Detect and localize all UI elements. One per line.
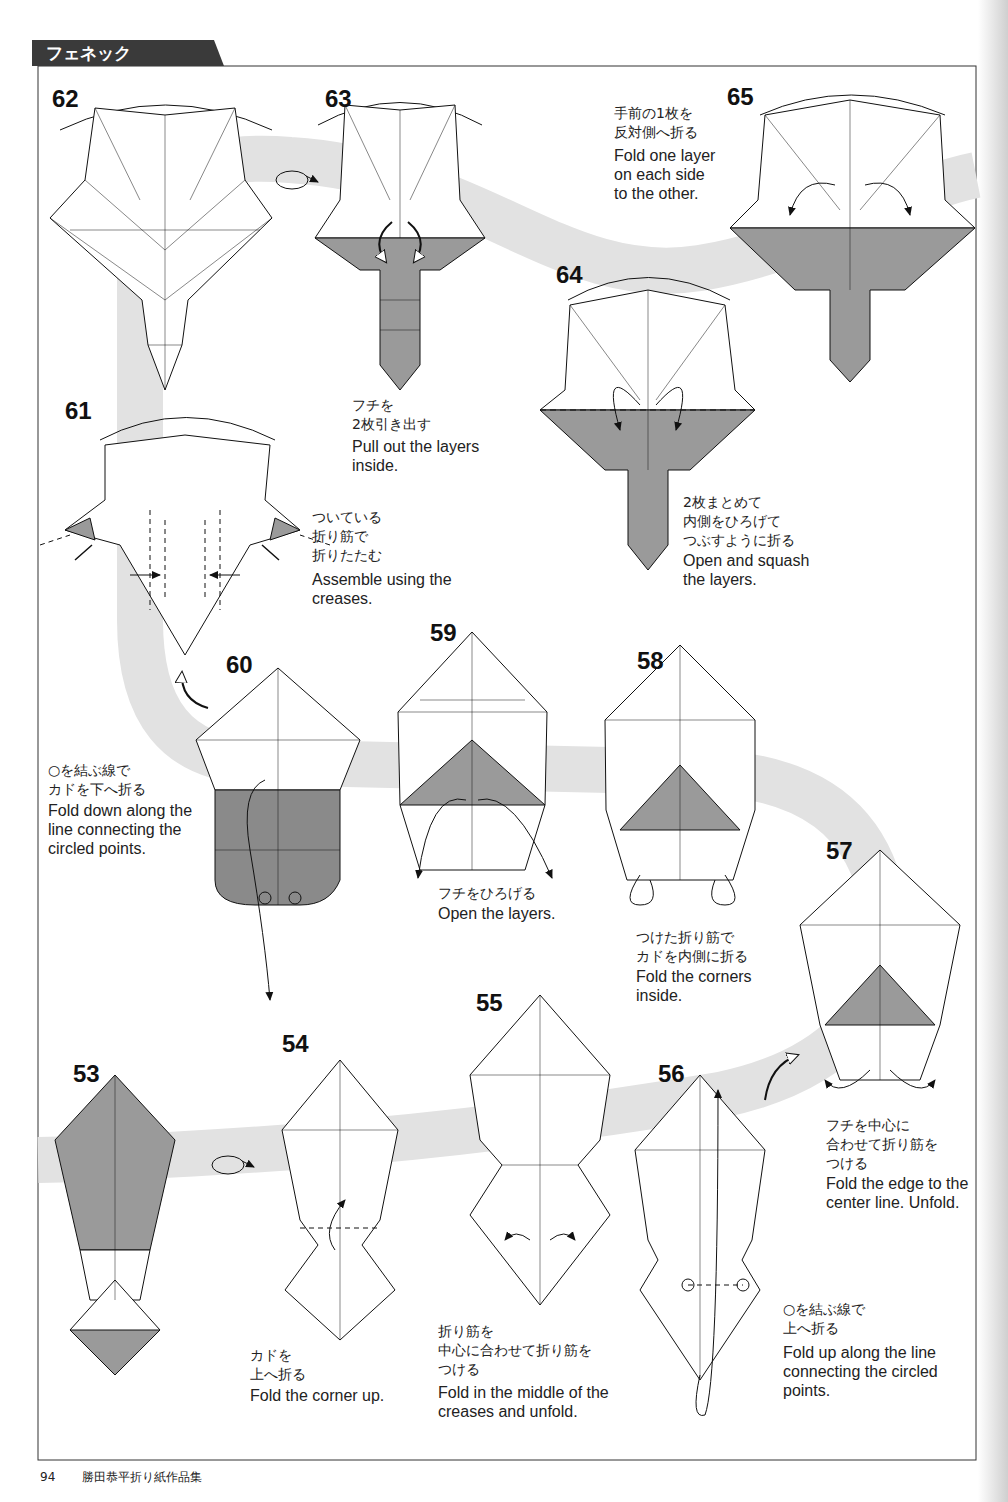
- instruction-en: Fold the edge to the center line. Unfold…: [826, 1174, 976, 1212]
- step-number: 64: [556, 262, 596, 288]
- instruction-jp: つけた折り筋で カドを内側に折る: [636, 928, 786, 966]
- text-line: 反対側へ折る: [614, 123, 734, 142]
- step-number: 60: [226, 652, 266, 678]
- text-line: つけた折り筋で: [636, 928, 786, 947]
- step-number: 58: [637, 648, 677, 674]
- text-line: ○を結ぶ線で: [48, 761, 198, 780]
- instruction-jp: フチを中心に 合わせて折り筋を つける: [826, 1116, 976, 1173]
- text-line: 合わせて折り筋を: [826, 1135, 976, 1154]
- page-number: 94: [40, 1470, 70, 1484]
- text-line: ついている: [312, 508, 432, 527]
- step-number: 53: [73, 1061, 113, 1087]
- text-line: 上へ折る: [250, 1365, 350, 1384]
- step-number: 65: [727, 84, 767, 110]
- instruction-en: Fold up along the line connecting the ci…: [783, 1343, 943, 1400]
- step-number: 54: [282, 1031, 322, 1057]
- step-number: 59: [430, 620, 470, 646]
- instruction-en: Pull out the layers inside.: [352, 437, 517, 475]
- instruction-jp: ついている 折り筋で 折りたたむ: [312, 508, 432, 565]
- text-line: 上へ折る: [783, 1319, 933, 1338]
- instruction-jp: ○を結ぶ線で カドを下へ折る: [48, 761, 198, 799]
- instruction-jp: カドを 上へ折る: [250, 1346, 350, 1384]
- instruction-en: Fold the corners inside.: [636, 967, 776, 1005]
- step-number: 62: [52, 86, 92, 112]
- text-line: つける: [438, 1360, 658, 1379]
- text-line: カドを内側に折る: [636, 947, 786, 966]
- text-line: フチをひろげる: [438, 884, 568, 903]
- text-line: 2枚まとめて: [683, 493, 833, 512]
- text-line: カドを: [250, 1346, 350, 1365]
- text-line: 折りたたむ: [312, 546, 432, 565]
- text-line: 中心に合わせて折り筋を: [438, 1341, 658, 1360]
- step-number: 63: [325, 86, 365, 112]
- step-number: 57: [826, 838, 866, 864]
- text-line: フチを中心に: [826, 1116, 976, 1135]
- text-line: つける: [826, 1154, 976, 1173]
- instruction-en: Open the layers.: [438, 904, 588, 923]
- text-line: カドを下へ折る: [48, 780, 198, 799]
- instruction-en: Fold in the middle of the creases and un…: [438, 1383, 668, 1421]
- instruction-en: Fold down along the line connecting the …: [48, 801, 208, 858]
- instruction-jp: フチをひろげる: [438, 884, 568, 903]
- instruction-en: Fold the corner up.: [250, 1386, 420, 1405]
- instruction-jp: ○を結ぶ線で 上へ折る: [783, 1300, 933, 1338]
- text-line: つぶすように折る: [683, 531, 833, 550]
- instruction-en: Assemble using the creases.: [312, 570, 462, 608]
- book-title: 勝田恭平折り紙作品集: [82, 1470, 282, 1484]
- step-number: 55: [476, 990, 516, 1016]
- text-line: 折り筋を: [438, 1322, 658, 1341]
- instruction-jp: 折り筋を 中心に合わせて折り筋を つける: [438, 1322, 658, 1379]
- text-line: 2枚引き出す: [352, 415, 482, 434]
- instruction-jp: 2枚まとめて 内側をひろげて つぶすように折る: [683, 493, 833, 550]
- step-number: 56: [658, 1061, 698, 1087]
- text-line: フチを: [352, 396, 482, 415]
- page-title: フェネック: [46, 42, 131, 64]
- instruction-en: Open and squash the layers.: [683, 551, 833, 589]
- text-line: 内側をひろげて: [683, 512, 833, 531]
- text-line: 折り筋で: [312, 527, 432, 546]
- text-line: 手前の1枚を: [614, 104, 734, 123]
- instruction-en: Fold one layer on each side to the other…: [614, 146, 722, 203]
- text-line: ○を結ぶ線で: [783, 1300, 933, 1319]
- step-number: 61: [65, 398, 105, 424]
- instruction-jp: 手前の1枚を 反対側へ折る: [614, 104, 734, 142]
- instruction-jp: フチを 2枚引き出す: [352, 396, 482, 434]
